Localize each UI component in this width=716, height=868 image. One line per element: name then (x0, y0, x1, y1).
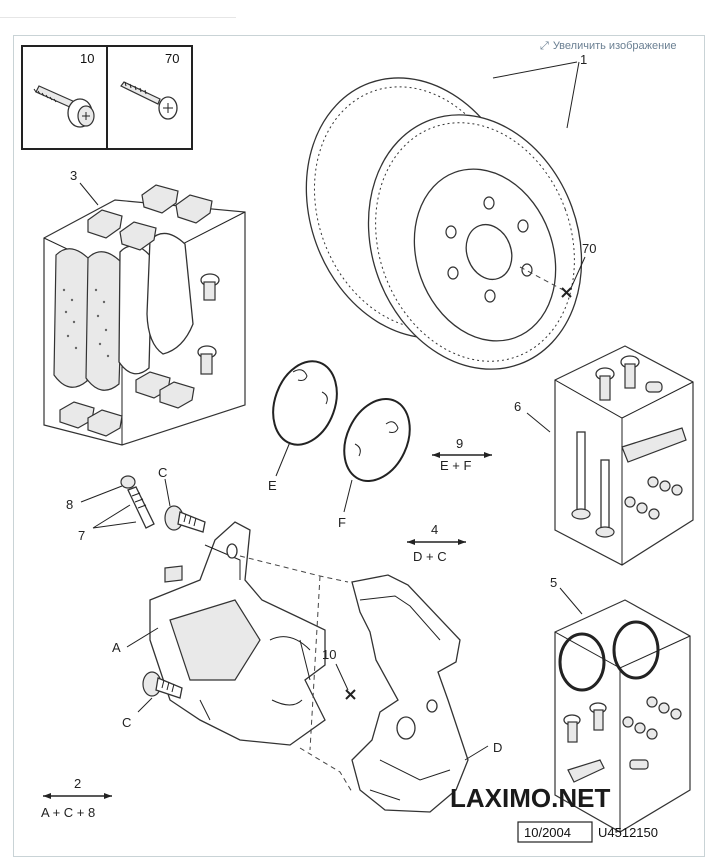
caliper-bolt-lower (142, 671, 183, 699)
label-disc: 1 (580, 52, 587, 67)
countersunk-screw-drawing (120, 81, 178, 120)
label-bleed-screw: 7 (78, 528, 85, 543)
guide-boot (621, 427, 687, 463)
bolt-ref-70: 70 (165, 51, 179, 66)
top-divider (0, 17, 236, 18)
caliper-body (149, 521, 326, 746)
guide-pin-2 (595, 459, 615, 538)
alignment-lines (239, 555, 353, 793)
seal-kit-clip (567, 759, 605, 783)
expand-arrows-icon: ⤢ (540, 40, 549, 52)
guide-bolt-2 (620, 355, 640, 389)
leader-seal-kit (559, 587, 583, 615)
leader-disc-screw (570, 256, 586, 289)
label-bolt-c-bottom: C (122, 715, 131, 730)
pad-bolt-upper (200, 273, 220, 301)
kit-9-contents: E + F (440, 458, 471, 473)
kit-9-ref: 9 (456, 436, 463, 451)
enlarge-image-label: Увеличить изображение (552, 40, 677, 52)
kit-2-contents: A + C + 8 (41, 805, 95, 820)
label-guide-kit: 6 (514, 399, 521, 414)
guide-bushing (645, 381, 663, 393)
label-caliper: A (112, 640, 121, 655)
seal-kit-bolt-2 (589, 702, 607, 731)
footer-code: U4512150 (598, 825, 658, 840)
dust-boot (612, 620, 660, 680)
caliper-bracket (351, 574, 469, 813)
label-spring-f: F (338, 515, 346, 530)
leader-bracket-bolt (335, 663, 349, 691)
caliper-bolt-upper (164, 505, 206, 533)
watermark: LAXIMO.NET (450, 783, 610, 813)
kit-2: 2 A + C + 8 (41, 776, 112, 820)
leader-bleed-cap (80, 485, 123, 503)
label-bolt-c-top: C (158, 465, 167, 480)
leader-spring-e (275, 441, 291, 477)
leader-bracket (464, 745, 489, 761)
kit-9: 9 E + F (432, 436, 492, 473)
label-seal-kit: 5 (550, 575, 557, 590)
diagram-frame (13, 35, 705, 857)
label-disc-screw: 70 (582, 241, 596, 256)
enlarge-image-link[interactable]: ⤢Увеличить изображение (540, 40, 676, 53)
kit-2-ref: 2 (74, 776, 81, 791)
leader-bolt-c-bottom (137, 697, 153, 713)
leader-caliper (126, 627, 159, 648)
flange-bolt-drawing (33, 85, 95, 128)
seal-kit-bolt-1 (563, 714, 581, 743)
kit-4-contents: D + C (413, 549, 447, 564)
leader-bolt-c-top (164, 478, 171, 507)
anti-rattle-spring-f (343, 398, 411, 482)
footer-codes: 10/2004 U4512150 (517, 821, 658, 843)
seal-kit-cap (629, 759, 649, 770)
label-bracket-bolt: 10 (322, 647, 336, 662)
guide-pin-1 (571, 431, 591, 520)
leader-spring-f (343, 479, 353, 513)
bolt-reference-box: 10 70 (21, 45, 193, 150)
leader-pads (79, 182, 99, 206)
guide-bolt-1 (595, 367, 615, 401)
leader-guide-kit (526, 412, 551, 433)
label-spring-e: E (268, 478, 277, 493)
bolt-ref-10: 10 (80, 51, 94, 66)
pad-bolt-lower (197, 345, 217, 375)
leader-disc (492, 61, 580, 129)
guide-pin-kit (554, 345, 694, 566)
seal-kit (554, 599, 691, 833)
anti-rattle-spring-e (272, 360, 338, 446)
kit-4: 4 D + C (407, 522, 466, 564)
label-pads: 3 (70, 168, 77, 183)
bleed-screw (120, 475, 155, 529)
piston-seal (558, 632, 606, 692)
kit-4-ref: 4 (431, 522, 438, 537)
brake-pads-kit (43, 184, 246, 446)
label-bracket: D (493, 740, 502, 755)
leader-bleed-screw (92, 504, 137, 529)
label-bleed-cap: 8 (66, 497, 73, 512)
brake-disc (305, 77, 583, 370)
footer-date: 10/2004 (524, 825, 571, 840)
bracket-bolt-mark (345, 689, 356, 700)
